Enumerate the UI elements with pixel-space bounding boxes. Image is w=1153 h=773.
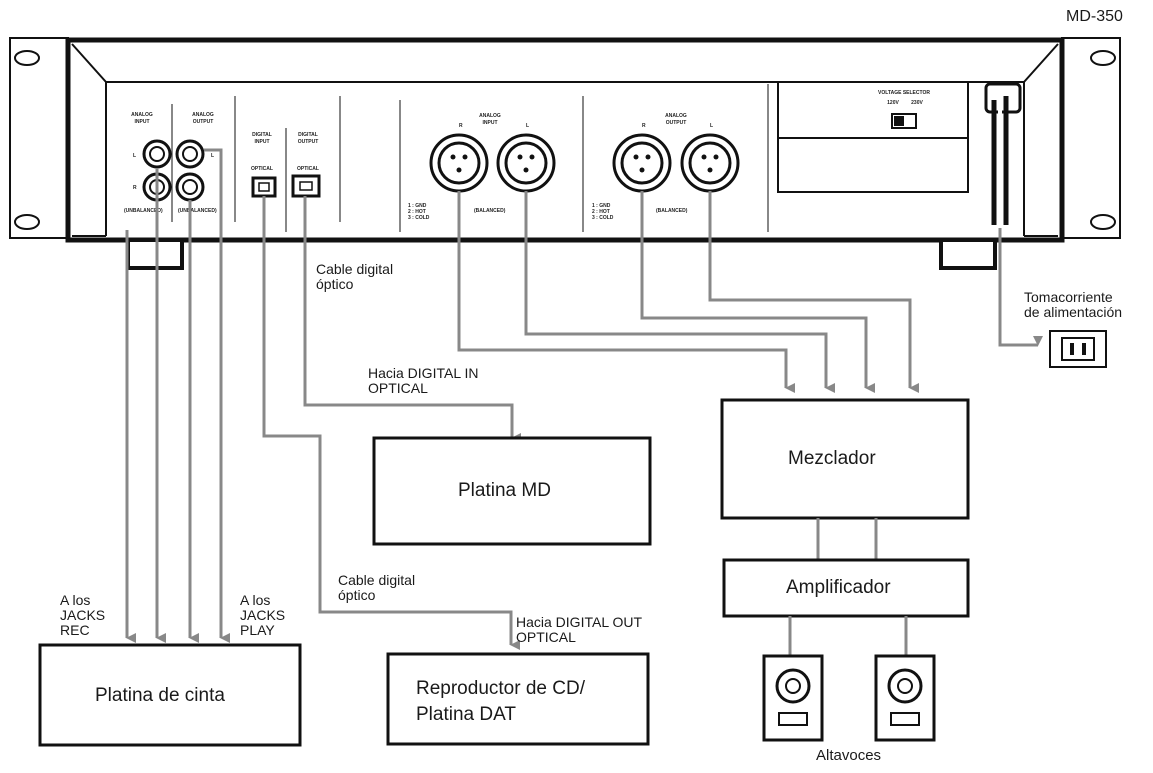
balanced-cable-in-l (524, 191, 835, 393)
pin-legend-1: 1 : GND (408, 203, 427, 209)
tape-deck-box (38, 643, 302, 747)
md-deck-box (372, 436, 652, 546)
left-rack-ear (9, 37, 69, 239)
cables (125, 148, 1043, 650)
balanced-in-note: (BALANCED) (474, 208, 506, 214)
optical-in-label: OPTICAL (251, 166, 273, 172)
cd-dat-box (386, 652, 650, 746)
optical-cable-md (303, 196, 521, 443)
left-foot (126, 238, 184, 270)
balanced-in-title-2: INPUT (483, 120, 498, 126)
rca-jack-in-l[interactable] (142, 139, 172, 169)
analog-input-title-1: ANALOG (131, 112, 153, 118)
mixer-label: Mezclador (788, 448, 876, 469)
rca-jack-out-r[interactable] (175, 172, 205, 202)
balanced-cable-out-l (708, 191, 919, 393)
optical-out-label: OPTICAL (297, 166, 319, 172)
pin-legend-2: 2 : HOT (408, 209, 426, 215)
balanced-cable-in-r (457, 191, 795, 393)
channel-l-label: L (710, 123, 713, 129)
analog-output-title-2: OUTPUT (193, 119, 214, 125)
right-rack-ear (1061, 37, 1121, 239)
pin-legend-2: 2 : HOT (592, 209, 610, 215)
voltage-120-label: 120V (887, 100, 899, 106)
balanced-out-title-2: OUTPUT (666, 120, 687, 126)
channel-r-label: R (459, 123, 463, 129)
digital-output-title-2: OUTPUT (298, 139, 319, 145)
voltage-switch[interactable] (891, 113, 917, 129)
channel-r-label: R (133, 185, 137, 191)
digital-output-title-1: DIGITAL (298, 132, 318, 138)
power-cable (998, 228, 1043, 347)
amplifier-label: Amplificador (786, 577, 891, 598)
speakers-label: Altavoces (816, 747, 882, 764)
channel-l-label: L (211, 153, 214, 159)
right-foot (939, 238, 997, 270)
md-350-rear-panel: ANALOG INPUT ANALOG OUTPUT L L R (UNBALA… (9, 37, 1121, 270)
speaker-right-icon (874, 654, 936, 742)
xlr-input-r[interactable] (429, 133, 489, 193)
speaker-left-icon (762, 654, 824, 742)
ac-inlet (984, 82, 1022, 114)
xlr-output-l[interactable] (680, 133, 740, 193)
optical-in-port[interactable] (251, 176, 277, 198)
channel-l-label: L (133, 153, 136, 159)
amplifier-box (722, 558, 970, 618)
pin-legend-1: 1 : GND (592, 203, 611, 209)
channel-r-label: R (642, 123, 646, 129)
power-outlet-icon (1049, 330, 1107, 368)
xlr-input-l[interactable] (496, 133, 556, 193)
digital-input-title-1: DIGITAL (252, 132, 272, 138)
pin-legend-3: 3 : COLD (408, 215, 430, 221)
unbalanced-out-label: (UNBALANCED) (178, 208, 217, 214)
balanced-in-title-1: ANALOG (479, 113, 501, 119)
optical-cable-cd-dat (262, 196, 520, 650)
unbalanced-in-label: (UNBALANCED) (124, 208, 163, 214)
analog-input-title-2: INPUT (135, 119, 150, 125)
optical-out-port[interactable] (291, 174, 321, 198)
analog-output-title-1: ANALOG (192, 112, 214, 118)
balanced-out-note: (BALANCED) (656, 208, 688, 214)
tape-deck-label: Platina de cinta (95, 685, 225, 706)
digital-input-title-2: INPUT (255, 139, 270, 145)
voltage-230-label: 230V (911, 100, 923, 106)
device-boxes (38, 330, 1107, 747)
pin-legend-3: 3 : COLD (592, 215, 614, 221)
mixer-box (720, 398, 970, 520)
xlr-output-r[interactable] (612, 133, 672, 193)
voltage-selector-title: VOLTAGE SELECTOR (878, 90, 930, 96)
balanced-cable-out-r (640, 191, 875, 393)
model-label: MD-350 (1066, 8, 1123, 25)
channel-l-label: L (526, 123, 529, 129)
balanced-out-title-1: ANALOG (665, 113, 687, 119)
md-deck-label: Platina MD (458, 480, 551, 501)
rca-jack-out-l[interactable] (175, 139, 205, 169)
cd-dat-label: Reproductor de CD/Platina DAT (416, 678, 585, 725)
